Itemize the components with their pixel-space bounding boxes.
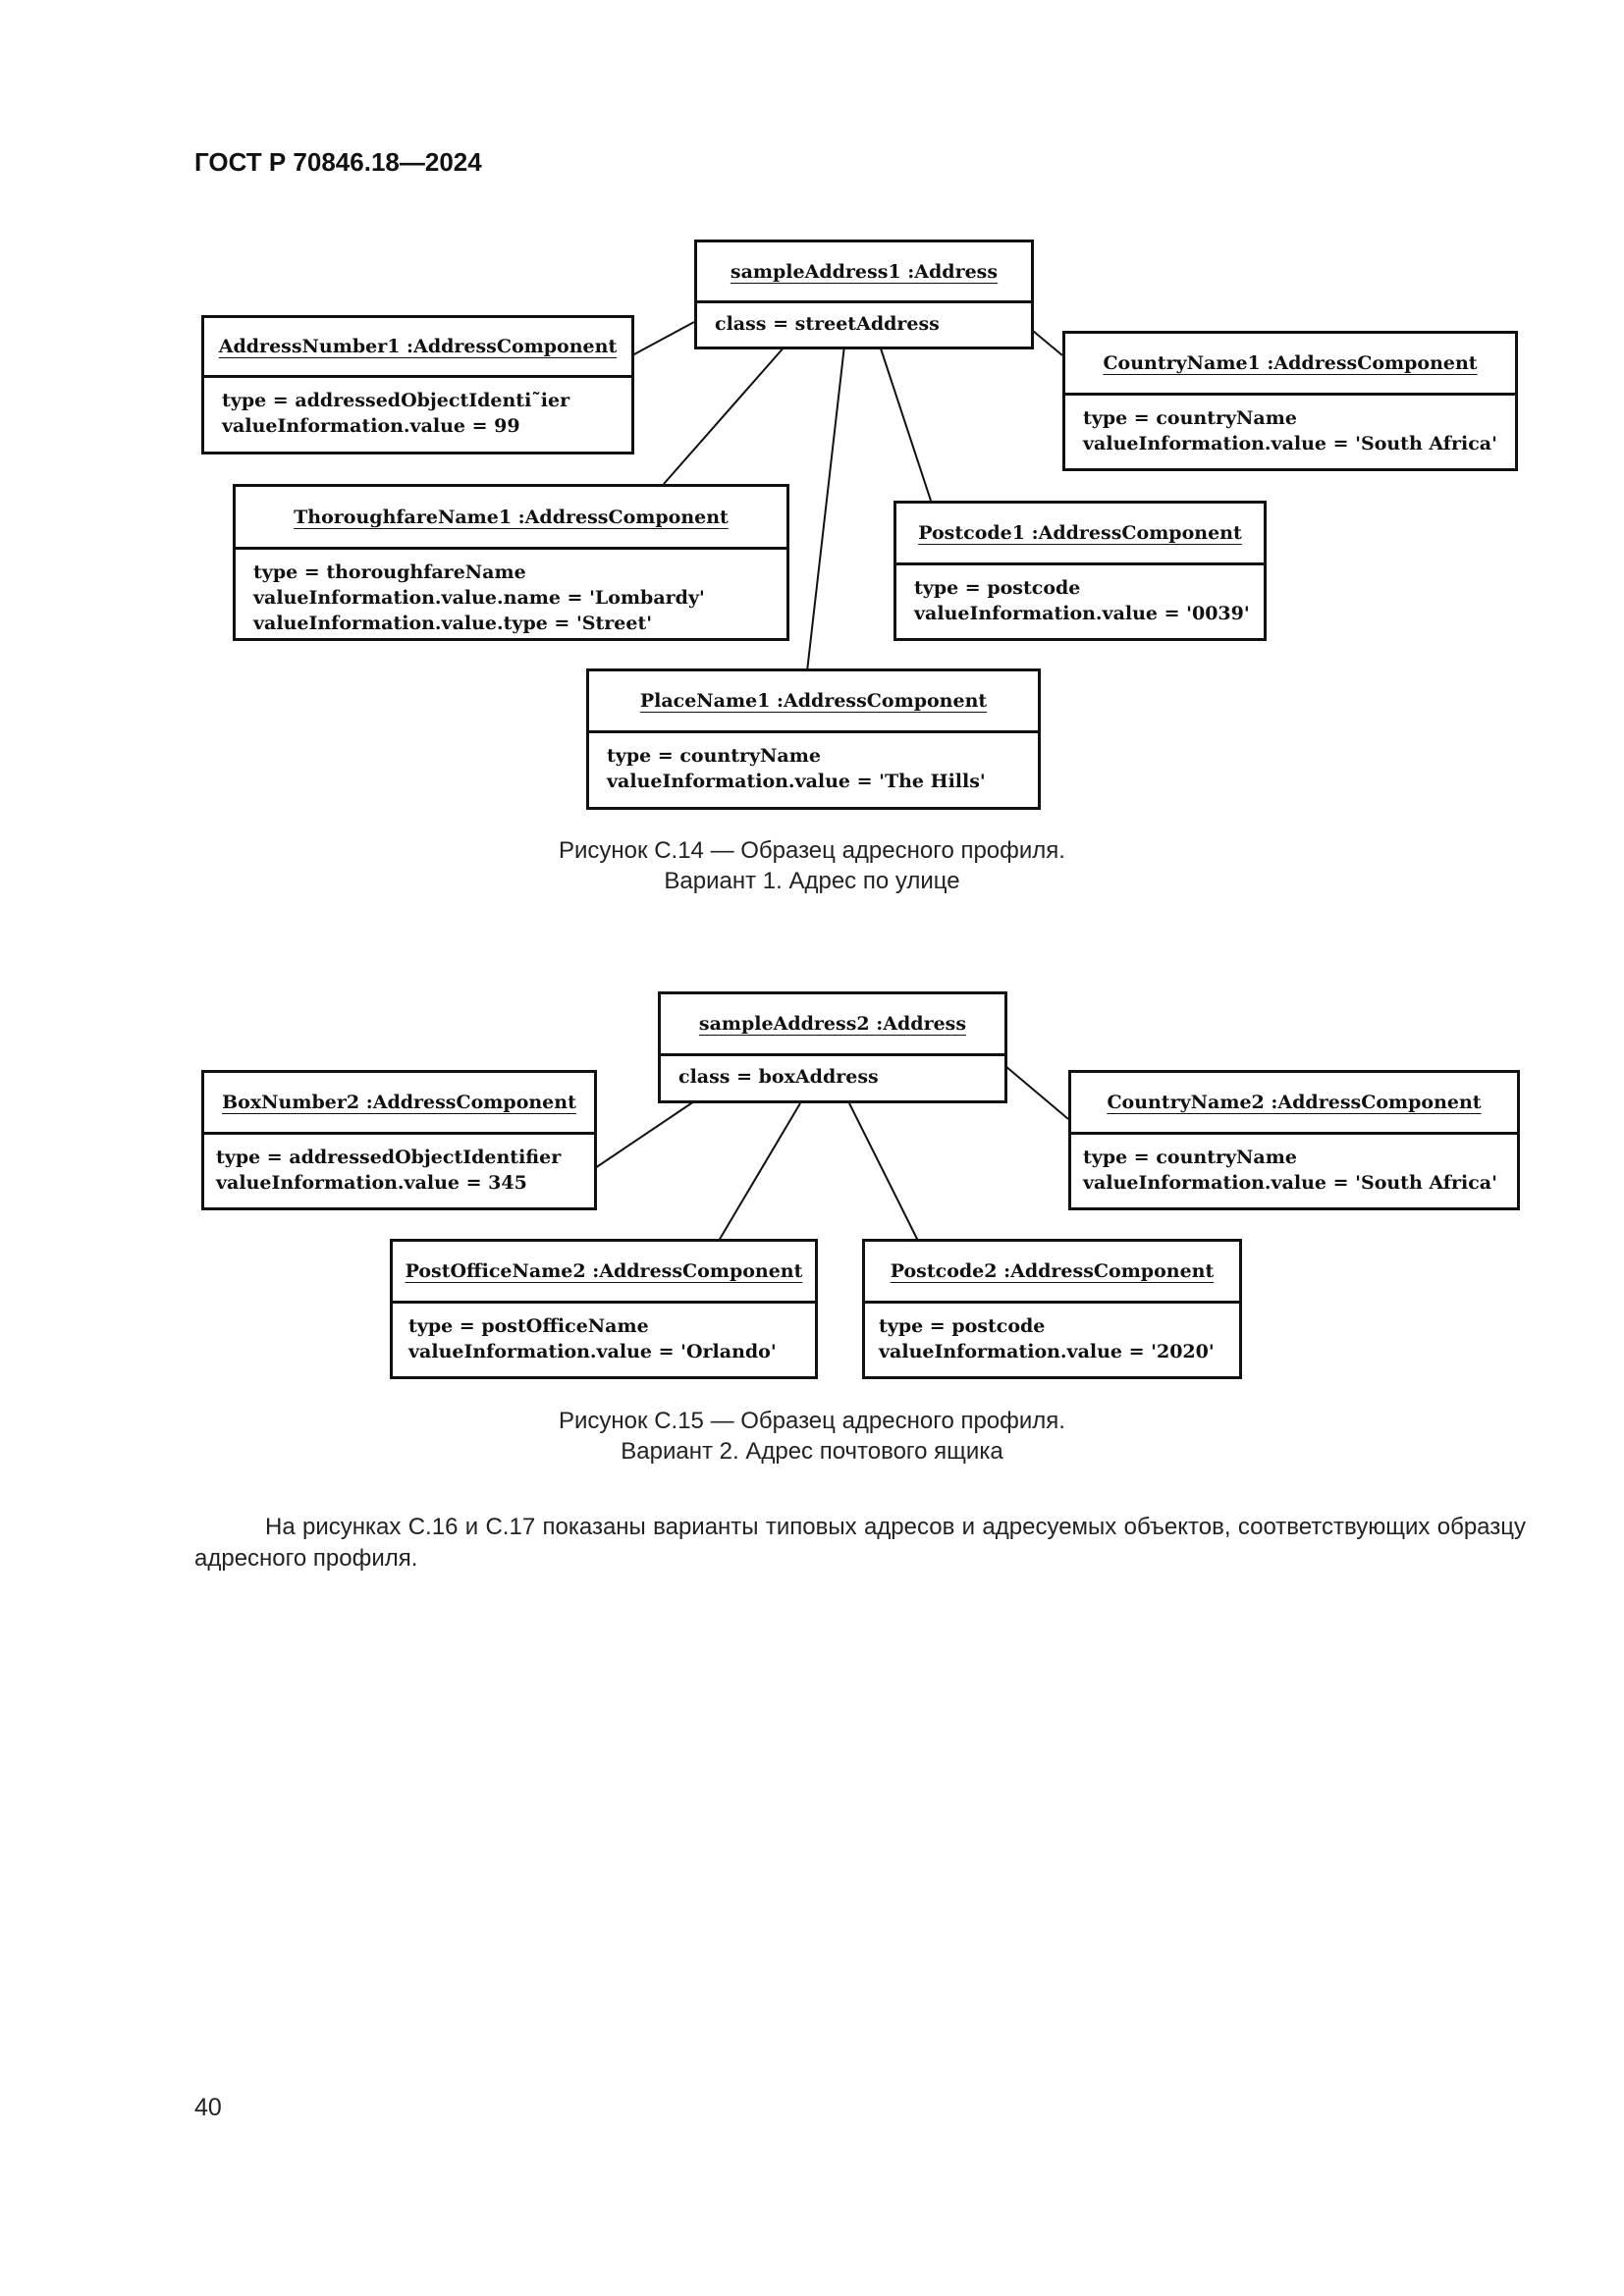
component-box-thoroughfare-name: ThoroughfareName1 :AddressComponent type… [233, 484, 789, 641]
component-title: PlaceName1 :AddressComponent [639, 690, 988, 712]
component-title: Postcode1 :AddressComponent [918, 522, 1242, 544]
connector-postcode [848, 1102, 919, 1242]
component-title: CountryName1 :AddressComponent [1103, 352, 1478, 374]
connector-place-name [806, 345, 845, 672]
connector-box-number [594, 1098, 698, 1169]
figure-c15-diagram: sampleAddress2 :Address class = boxAddre… [0, 982, 1624, 1384]
root-address-title: sampleAddress1 :Address [730, 260, 999, 283]
component-attr: valueInformation.value = 'South Africa' [1083, 1172, 1497, 1194]
component-attr: type = addressedObjectIdentifier [216, 1147, 562, 1168]
connector-country-name [1004, 1065, 1069, 1120]
component-attr: type = countryName [1083, 1147, 1297, 1168]
component-box-box-number: BoxNumber2 :AddressComponent type = addr… [201, 1070, 597, 1210]
connector-lines [594, 1065, 1069, 1242]
component-attr: valueInformation.value = 345 [216, 1172, 527, 1194]
component-box-postcode: Postcode1 :AddressComponent type = postc… [893, 501, 1267, 641]
component-attr: valueInformation.value = 'The Hills' [607, 771, 986, 792]
figure-c14-diagram: sampleAddress1 :Address class = streetAd… [0, 236, 1624, 810]
body-paragraph: На рисунках С.16 и С.17 показаны вариант… [194, 1514, 1526, 1572]
component-attr: valueInformation.value = 'Orlando' [408, 1341, 777, 1362]
root-address-attr: class = streetAddress [715, 313, 940, 335]
component-title: ThoroughfareName1 :AddressComponent [294, 506, 729, 528]
component-box-postcode: Postcode2 :AddressComponent type = postc… [862, 1239, 1242, 1379]
connector-thoroughfare-name [663, 345, 786, 485]
component-title: CountryName2 :AddressComponent [1107, 1092, 1482, 1113]
connector-post-office-name [718, 1102, 801, 1242]
component-title: BoxNumber2 :AddressComponent [222, 1092, 576, 1113]
component-attr: type = postcode [914, 577, 1081, 599]
root-address-attr: class = boxAddress [678, 1066, 879, 1088]
component-attr: type = postcode [879, 1315, 1046, 1337]
component-attr: type = postOfficeName [408, 1315, 649, 1337]
page-number: 40 [194, 2094, 222, 2121]
connector-postcode [879, 345, 932, 502]
component-attr: valueInformation.value.name = 'Lombardy' [253, 587, 705, 609]
component-box-country-name: CountryName1 :AddressComponent type = co… [1062, 331, 1518, 471]
component-attr: type = thoroughfareName [253, 561, 526, 583]
component-attr: valueInformation.value.type = 'Street' [253, 613, 653, 634]
root-address-title: sampleAddress2 :Address [698, 1013, 967, 1035]
component-box-place-name: PlaceName1 :AddressComponent type = coun… [586, 668, 1041, 810]
caption-line: Рисунок С.14 — Образец адресного профиля… [559, 837, 1065, 864]
document-header: ГОСТ Р 70846.18—2024 [194, 147, 482, 177]
caption-line: Вариант 2. Адрес почтового ящика [621, 1438, 1003, 1465]
figure-c14-caption: Рисунок С.14 — Образец адресного профиля… [0, 835, 1624, 896]
component-title: AddressNumber1 :AddressComponent [218, 336, 618, 357]
component-attr: type = countryName [1083, 407, 1297, 429]
component-attr: valueInformation.value = 'South Africa' [1083, 433, 1497, 454]
component-box-post-office-name: PostOfficeName2 :AddressComponent type =… [390, 1239, 818, 1379]
figure-c15-caption: Рисунок С.15 — Образец адресного профиля… [0, 1406, 1624, 1467]
component-box-country-name: CountryName2 :AddressComponent type = co… [1068, 1070, 1520, 1210]
connector-address-number [631, 321, 695, 356]
component-attr: type = countryName [607, 745, 821, 767]
caption-line: Рисунок С.15 — Образец адресного профиля… [559, 1408, 1065, 1434]
component-attr: valueInformation.value = 99 [222, 415, 520, 437]
component-attr: valueInformation.value = '0039' [914, 603, 1250, 624]
root-address-box: sampleAddress1 :Address class = streetAd… [694, 240, 1034, 349]
component-box-address-number: AddressNumber1 :AddressComponent type = … [201, 315, 634, 454]
component-title: Postcode2 :AddressComponent [890, 1260, 1215, 1282]
component-title: PostOfficeName2 :AddressComponent [405, 1260, 803, 1282]
caption-line: Вариант 1. Адрес по улице [664, 868, 960, 894]
component-attr: type = addressedObjectIdenti˜ier [222, 390, 570, 411]
component-attr: valueInformation.value = '2020' [879, 1341, 1215, 1362]
root-address-box: sampleAddress2 :Address class = boxAddre… [658, 991, 1007, 1103]
